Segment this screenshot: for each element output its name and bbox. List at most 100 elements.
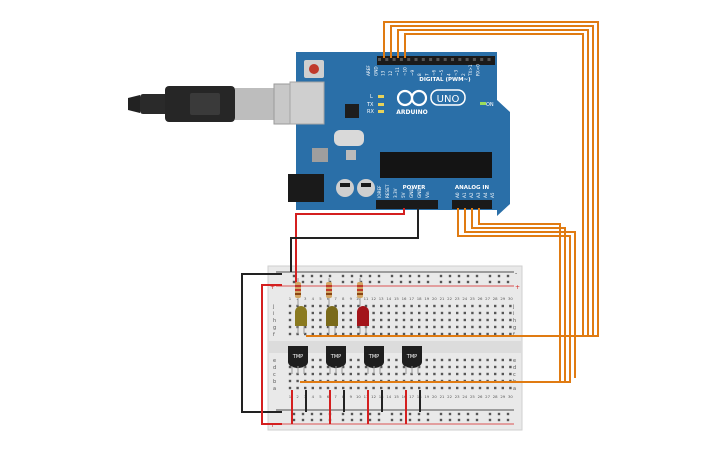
- breadboard-hole[interactable]: [304, 332, 307, 336]
- rail-hole[interactable]: [399, 274, 403, 278]
- rail-hole[interactable]: [448, 274, 452, 278]
- breadboard-hole[interactable]: [349, 318, 352, 322]
- breadboard-hole[interactable]: [486, 365, 489, 369]
- breadboard-hole[interactable]: [471, 386, 474, 390]
- rail-hole[interactable]: [439, 274, 443, 278]
- breadboard-hole[interactable]: [471, 365, 474, 369]
- rail-hole[interactable]: [310, 280, 314, 284]
- breadboard-hole[interactable]: [357, 332, 360, 336]
- breadboard-hole[interactable]: [311, 311, 314, 315]
- breadboard-hole[interactable]: [402, 386, 406, 390]
- breadboard-hole[interactable]: [342, 311, 345, 315]
- breadboard-hole[interactable]: [395, 372, 398, 376]
- rail-hole[interactable]: [466, 280, 470, 284]
- rail-hole[interactable]: [341, 280, 345, 284]
- breadboard-hole[interactable]: [471, 372, 474, 376]
- breadboard-hole[interactable]: [387, 311, 390, 315]
- rail-hole[interactable]: [466, 274, 470, 278]
- breadboard-hole[interactable]: [342, 386, 345, 390]
- breadboard-hole[interactable]: [410, 332, 413, 336]
- breadboard-hole[interactable]: [402, 325, 406, 329]
- breadboard-hole[interactable]: [387, 386, 390, 390]
- rail-hole[interactable]: [417, 280, 421, 284]
- rail-hole[interactable]: [390, 412, 394, 416]
- breadboard-hole[interactable]: [418, 332, 421, 336]
- breadboard-hole[interactable]: [433, 325, 436, 329]
- breadboard-hole[interactable]: [311, 372, 314, 376]
- rail-hole[interactable]: [426, 418, 430, 422]
- breadboard-hole[interactable]: [395, 311, 398, 315]
- breadboard-hole[interactable]: [334, 332, 337, 336]
- digital-pin[interactable]: [378, 58, 381, 61]
- rail-hole[interactable]: [377, 280, 381, 284]
- breadboard-hole[interactable]: [509, 311, 512, 315]
- rail-hole[interactable]: [488, 412, 492, 416]
- rail-hole[interactable]: [506, 418, 510, 422]
- breadboard-hole[interactable]: [456, 311, 459, 315]
- breadboard-hole[interactable]: [486, 372, 489, 376]
- breadboard-hole[interactable]: [410, 311, 413, 315]
- digital-pin[interactable]: [385, 58, 389, 61]
- breadboard-hole[interactable]: [501, 365, 504, 369]
- breadboard-hole[interactable]: [448, 332, 451, 336]
- rail-hole[interactable]: [341, 412, 345, 416]
- breadboard-hole[interactable]: [463, 365, 466, 369]
- breadboard-hole[interactable]: [402, 332, 406, 336]
- breadboard-hole[interactable]: [463, 332, 466, 336]
- rail-hole[interactable]: [377, 418, 381, 422]
- breadboard-hole[interactable]: [334, 325, 337, 329]
- breadboard-hole[interactable]: [304, 365, 307, 369]
- breadboard-hole[interactable]: [494, 365, 497, 369]
- breadboard-hole[interactable]: [440, 358, 444, 362]
- breadboard-hole[interactable]: [509, 365, 512, 369]
- breadboard-hole[interactable]: [380, 372, 383, 376]
- breadboard-hole[interactable]: [463, 386, 466, 390]
- breadboard-hole[interactable]: [448, 304, 451, 308]
- breadboard-hole[interactable]: [311, 365, 314, 369]
- breadboard-hole[interactable]: [418, 365, 421, 369]
- rail-hole[interactable]: [301, 412, 305, 416]
- breadboard-hole[interactable]: [509, 304, 512, 308]
- breadboard-hole[interactable]: [486, 318, 489, 322]
- breadboard-hole[interactable]: [494, 325, 497, 329]
- rail-hole[interactable]: [448, 280, 452, 284]
- breadboard-hole[interactable]: [334, 304, 337, 308]
- rail-hole[interactable]: [497, 274, 501, 278]
- breadboard-hole[interactable]: [410, 386, 413, 390]
- rail-hole[interactable]: [301, 280, 305, 284]
- breadboard-hole[interactable]: [326, 386, 330, 390]
- rail-hole[interactable]: [475, 418, 479, 422]
- breadboard-hole[interactable]: [486, 332, 489, 336]
- rail-hole[interactable]: [359, 274, 363, 278]
- rail-hole[interactable]: [292, 280, 296, 284]
- rail-hole[interactable]: [368, 418, 372, 422]
- breadboard-hole[interactable]: [311, 318, 314, 322]
- breadboard-hole[interactable]: [395, 325, 398, 329]
- breadboard-hole[interactable]: [364, 365, 368, 369]
- breadboard-hole[interactable]: [425, 311, 428, 315]
- rail-hole[interactable]: [328, 274, 332, 278]
- rail-hole[interactable]: [319, 418, 323, 422]
- breadboard-hole[interactable]: [387, 365, 390, 369]
- breadboard-hole[interactable]: [486, 386, 489, 390]
- breadboard-hole[interactable]: [509, 358, 512, 362]
- breadboard-hole[interactable]: [501, 386, 504, 390]
- breadboard-hole[interactable]: [372, 304, 375, 308]
- breadboard-hole[interactable]: [395, 358, 398, 362]
- breadboard-hole[interactable]: [288, 311, 292, 315]
- rail-hole[interactable]: [457, 418, 461, 422]
- breadboard-hole[interactable]: [319, 358, 322, 362]
- breadboard-hole[interactable]: [357, 372, 360, 376]
- rail-hole[interactable]: [341, 418, 345, 422]
- breadboard-hole[interactable]: [304, 325, 307, 329]
- breadboard-hole[interactable]: [288, 379, 292, 383]
- breadboard-hole[interactable]: [288, 386, 292, 390]
- rail-hole[interactable]: [466, 418, 470, 422]
- rail-hole[interactable]: [368, 412, 372, 416]
- digital-pin[interactable]: [472, 58, 476, 61]
- breadboard-hole[interactable]: [501, 332, 504, 336]
- breadboard-hole[interactable]: [471, 358, 474, 362]
- rail-hole[interactable]: [506, 280, 510, 284]
- rail-hole[interactable]: [475, 280, 479, 284]
- breadboard-hole[interactable]: [463, 311, 466, 315]
